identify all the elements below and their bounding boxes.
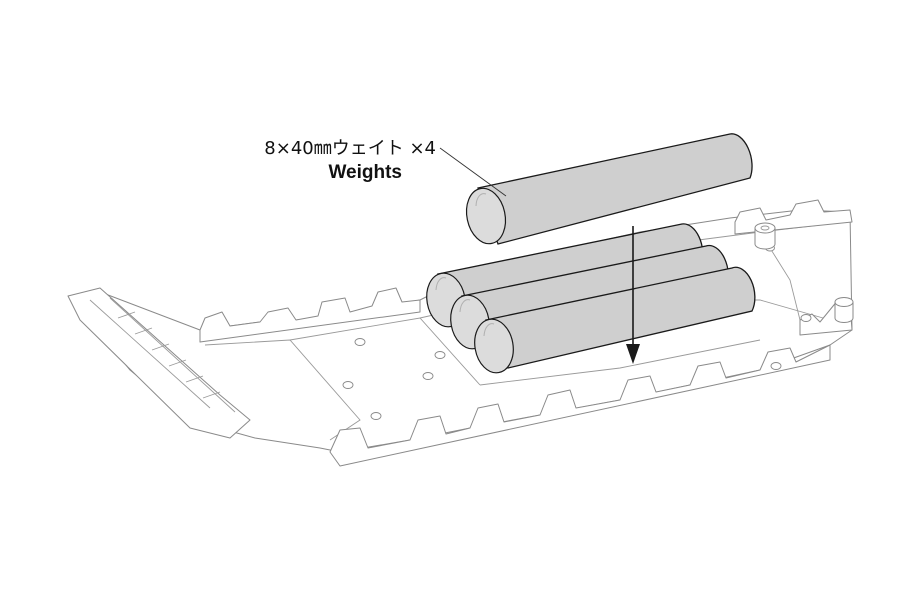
- mounting-posts: [754, 222, 854, 323]
- side-rail-front: [199, 287, 831, 467]
- arrow-head-icon: [626, 344, 640, 364]
- placed-weight-3: [474, 266, 756, 374]
- insertion-arrow: [626, 226, 640, 364]
- floating-weight: [465, 133, 753, 245]
- leader-line: [439, 147, 507, 197]
- weight-label-jp: 8×40㎜ウェイト ×4: [264, 138, 436, 159]
- front-bumper: [67, 287, 251, 439]
- weight-label-en: Weights: [328, 162, 402, 183]
